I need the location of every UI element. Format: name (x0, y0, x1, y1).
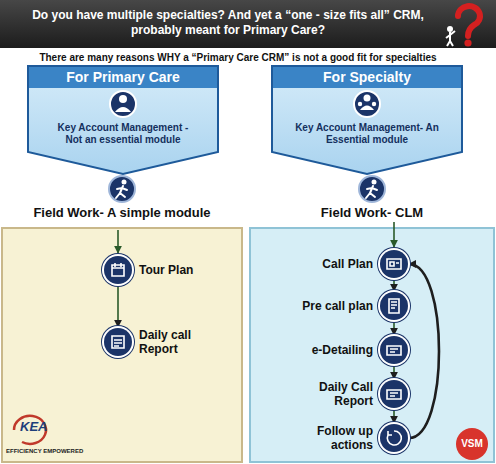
icon-stroke (387, 431, 401, 445)
step-texts: e-Detailing (312, 343, 373, 357)
step-icon (380, 424, 408, 452)
banner-box: For Primary CareKey Account Management -… (28, 66, 218, 174)
icon-stroke (387, 390, 401, 399)
step-icon (380, 336, 408, 364)
logo-text: KEA (20, 419, 47, 434)
entry-arrow (117, 230, 119, 253)
process-step: Pre call plan (290, 292, 408, 320)
icon-stroke (389, 299, 399, 313)
banner-box: For SpecialtyKey Account Management- An … (272, 66, 462, 174)
step-icon (380, 380, 408, 408)
account-icon (110, 91, 136, 117)
step-icon (380, 292, 408, 320)
process-step: e-Detailing (290, 336, 408, 364)
step-icon (380, 250, 408, 278)
step-label: Pre call plan (302, 299, 373, 313)
logo-tagline: EFFICIENCY EMPOWERED (6, 448, 83, 455)
icon-glyph (380, 380, 408, 408)
panel (2, 228, 242, 462)
banner-heading: For Primary Care (32, 69, 214, 85)
icon-stroke (387, 346, 401, 355)
step-texts: Tour Plan (139, 263, 193, 277)
panel-heading: Field Work- A simple module (4, 205, 240, 220)
icon-stroke (387, 259, 401, 269)
panel-heading: Field Work- CLM (252, 205, 492, 220)
flow-arrow (393, 279, 395, 291)
icon-glyph (380, 292, 408, 320)
banner-body: Key Account Management - Not an essentia… (48, 122, 198, 146)
runner-icon (359, 176, 385, 202)
step-label: Call Plan (322, 257, 373, 271)
icon-glyph (104, 328, 132, 356)
step-icon (104, 256, 132, 284)
flow-arrow (117, 285, 119, 327)
panel (250, 228, 494, 462)
flow-arrow (409, 264, 439, 438)
logo-text: VSM (456, 438, 488, 450)
banner-shape (272, 66, 462, 174)
process-step: Daily Call Report (290, 380, 408, 408)
process-step: Follow up actions (290, 424, 408, 452)
step-label: Daily call Report (139, 328, 219, 356)
account-icon (354, 91, 380, 117)
entry-arrow (393, 222, 395, 247)
step-icon (104, 328, 132, 356)
step-label: Tour Plan (139, 263, 193, 277)
runner-icon (109, 176, 135, 202)
banner-body: Key Account Management- An Essential mod… (292, 122, 442, 146)
flow-arrow (393, 409, 395, 423)
banner-heading: For Specialty (276, 69, 458, 85)
banner-shape (28, 66, 218, 174)
icon-stroke (112, 263, 124, 276)
title-text: Do you have multiple specialties? And ye… (16, 8, 440, 38)
panel-box: Field Work- A simple moduleTour PlanDail… (2, 168, 242, 462)
process-step: Call Plan (290, 250, 408, 278)
process-step: Daily call Report (104, 328, 219, 356)
flow-arrow (393, 321, 395, 335)
step-texts: Daily call Report (139, 328, 219, 356)
step-texts: Follow up actions (293, 424, 373, 452)
question-figure (446, 6, 480, 47)
step-label: e-Detailing (312, 343, 373, 357)
process-step: Tour Plan (104, 256, 193, 284)
header-band (0, 0, 496, 48)
flow-arrow (393, 365, 395, 379)
step-texts: Call Plan (322, 257, 373, 271)
vsm-logo (456, 428, 488, 460)
icon-glyph (380, 250, 408, 278)
step-label: Daily Call Report (293, 380, 373, 408)
subtitle: There are many reasons WHY a “Primary Ca… (3, 51, 473, 64)
icon-stroke (112, 336, 124, 348)
step-texts: Daily Call Report (293, 380, 373, 408)
panel-box: Field Work- CLM Call PlanPre call plan e-D… (250, 168, 494, 462)
icon-glyph (380, 336, 408, 364)
step-texts: Pre call plan (302, 299, 373, 313)
icon-glyph (380, 424, 408, 452)
step-label: Follow up actions (293, 424, 373, 452)
icon-glyph (104, 256, 132, 284)
